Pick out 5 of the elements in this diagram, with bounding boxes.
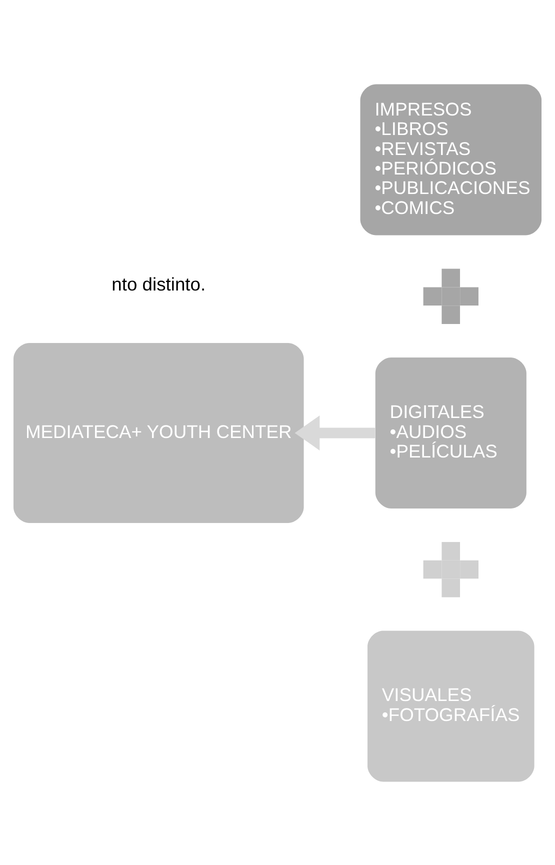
arrow (294, 415, 376, 450)
node-box: IMPRESOS •LIBROS •REVISTAS •PERIÓDICOS •PUBLICACIONES •COMICS (360, 84, 542, 235)
node-box: MEDIATECA+ YOUTH CENTER (13, 342, 304, 522)
node-box: DIGITALES •AUDIOS •PELÍCULAS (375, 356, 526, 508)
label: nto distinto. (112, 273, 206, 294)
